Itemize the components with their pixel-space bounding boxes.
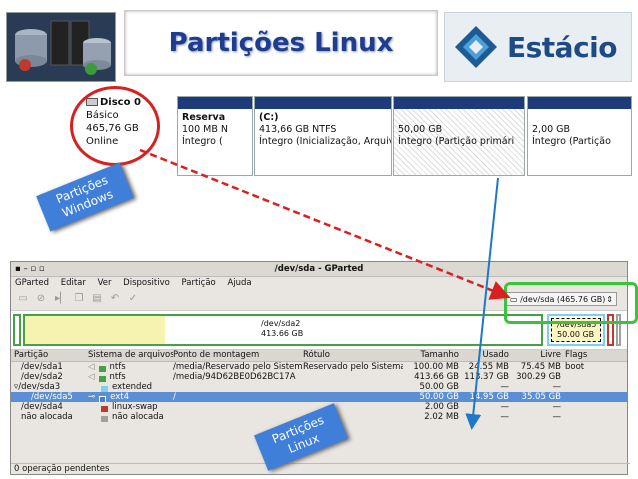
chevron-updown-icon: ⇕	[606, 295, 613, 304]
undo-icon[interactable]: ↶	[110, 293, 120, 304]
copy-icon[interactable]: ❐	[74, 293, 84, 304]
new-icon[interactable]: ▭	[18, 293, 28, 304]
server-database-image	[6, 12, 116, 82]
menu-particao[interactable]: Partição	[181, 278, 216, 288]
slide-title-box: Partições Linux	[124, 10, 438, 76]
logo-text: Estácio	[507, 30, 618, 64]
slide-title: Partições Linux	[168, 28, 394, 58]
blue-arrow	[465, 177, 499, 430]
table-row-selected[interactable]: /dev/sda5 ⊸ext4 / 50.00 GB 14.95 GB 35.0…	[11, 392, 627, 402]
estacio-logo-icon	[455, 26, 497, 68]
lock-icon: ◁	[88, 362, 95, 372]
menu-editar[interactable]: Editar	[60, 278, 86, 288]
apply-icon[interactable]: ✓	[128, 293, 138, 304]
window-controls[interactable]: ▪ – ▫ ▫	[15, 264, 45, 274]
table-row[interactable]: /dev/sda1 ◁ntfs /media/Reservado pelo Si…	[21, 362, 585, 372]
key-icon: ⊸	[88, 392, 96, 402]
table-row[interactable]: ▿ /dev/sda3 extended 50.00 GB — —	[14, 382, 561, 392]
red-dashed-arrow	[139, 148, 511, 300]
partition-table: Partição Sistema de arquivos Ponto de mo…	[11, 350, 627, 422]
table-row[interactable]: /dev/sda2 ◁ntfs /media/94D62BE0D62BC17A …	[21, 372, 561, 382]
estacio-logo: Estácio	[444, 12, 632, 82]
map-sda2[interactable]: /dev/sda2 413.66 GB	[23, 314, 543, 346]
table-row[interactable]: não alocada não alocada 2.02 MB — —	[21, 412, 561, 422]
table-header: Partição Sistema de arquivos Ponto de mo…	[11, 350, 627, 362]
table-row[interactable]: /dev/sda4 linux-swap 2.00 GB — —	[21, 402, 561, 412]
gparted-toolbar: ▭ ⊘ ▸▏ ❐ ▤ ↶ ✓ ▭ /dev/sda (465.76 GB) ⇕	[11, 290, 627, 310]
lock-icon: ◁	[88, 372, 95, 382]
delete-icon[interactable]: ⊘	[36, 293, 46, 304]
map-sda1[interactable]	[13, 314, 21, 346]
partition-map: /dev/sda2 413.66 GB /dev/sda5 50.00 GB	[11, 310, 627, 350]
resize-icon[interactable]: ▸▏	[55, 293, 68, 304]
expander-icon[interactable]: ▿	[14, 382, 19, 392]
drive-icon: ▭	[510, 295, 518, 304]
menu-gparted[interactable]: GParted	[15, 278, 49, 288]
map-unallocated[interactable]	[616, 314, 621, 346]
gparted-titlebar: ▪ – ▫ ▫ /dev/sda - GParted	[11, 262, 627, 277]
menu-dispositivo[interactable]: Dispositivo	[123, 278, 170, 288]
gparted-menubar: GParted Editar Ver Dispositivo Partição …	[11, 277, 627, 290]
paste-icon[interactable]: ▤	[92, 293, 102, 304]
menu-ver[interactable]: Ver	[97, 278, 112, 288]
map-sda4-swap[interactable]	[607, 314, 614, 346]
device-highlight-ring	[504, 282, 638, 324]
window-title: /dev/sda - GParted	[274, 264, 364, 274]
menu-ajuda[interactable]: Ajuda	[227, 278, 252, 288]
status-bar: 0 operação pendentes	[11, 463, 630, 474]
